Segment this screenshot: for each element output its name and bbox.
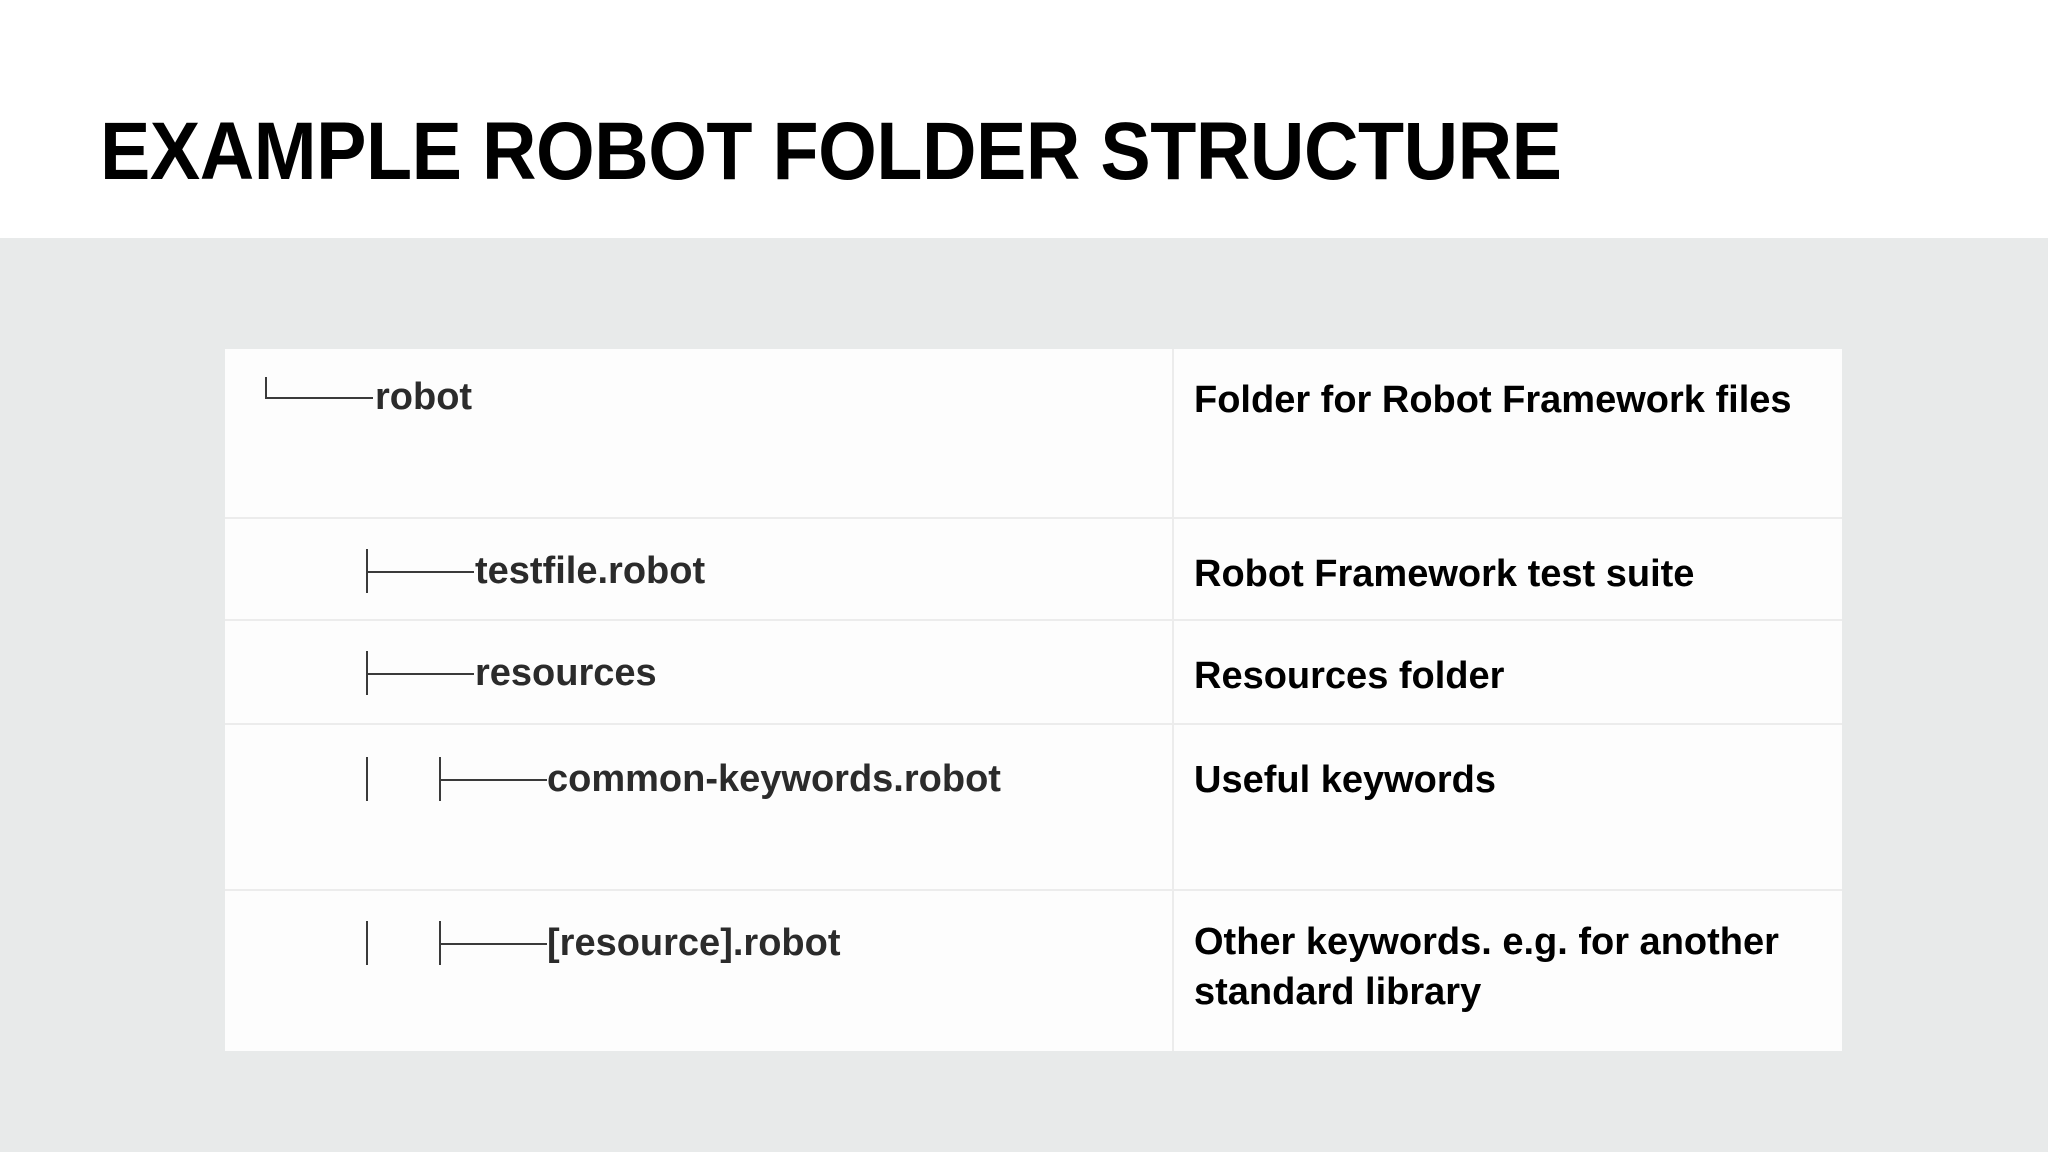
tree-pipe-tee-icon [225, 757, 547, 801]
tree-tee-icon [225, 651, 475, 695]
desc-text: Other keywords. e.g. for another standar… [1174, 891, 1842, 1017]
path-cell: testfile.robot [225, 518, 1174, 621]
path-cell: common-keywords.robot [225, 724, 1174, 891]
tree-path: common-keywords.robot [225, 725, 1172, 801]
desc-cell: Useful keywords [1173, 724, 1842, 891]
path-label: [resource].robot [547, 922, 841, 964]
folder-structure-table: robot Folder for Robot Framework files [225, 349, 1842, 1051]
tree-path: resources [225, 621, 1172, 695]
table-row: testfile.robot Robot Framework test suit… [225, 518, 1842, 621]
desc-line: Other keywords. e.g. for another [1194, 921, 1779, 963]
desc-line: Robot Framework test suite [1194, 553, 1695, 595]
desc-line: standard library [1194, 971, 1482, 1013]
path-label: testfile.robot [475, 550, 706, 592]
tree-tee-icon [225, 549, 475, 593]
table-row: robot Folder for Robot Framework files [225, 349, 1842, 519]
tree-elbow-icon [225, 375, 375, 419]
desc-line: Resources folder [1194, 655, 1505, 697]
page-title: EXAMPLE ROBOT FOLDER STRUCTURE [100, 106, 1562, 197]
path-cell: resources [225, 620, 1174, 725]
desc-text: Useful keywords [1174, 725, 1842, 805]
desc-text: Resources folder [1174, 621, 1842, 701]
tree-pipe-tee-icon [225, 921, 547, 965]
tree-path: [resource].robot [225, 891, 1172, 965]
table-row: resources Resources folder [225, 620, 1842, 725]
path-cell: [resource].robot [225, 890, 1174, 1051]
desc-line: Folder for Robot Framework files [1194, 379, 1792, 421]
desc-line: Useful keywords [1194, 759, 1496, 801]
table-row: [resource].robot Other keywords. e.g. fo… [225, 890, 1842, 1051]
desc-cell: Other keywords. e.g. for another standar… [1173, 890, 1842, 1051]
tree-path: testfile.robot [225, 519, 1172, 593]
tree-path: robot [225, 349, 1172, 419]
desc-cell: Folder for Robot Framework files [1173, 349, 1842, 519]
path-label: common-keywords.robot [547, 758, 1001, 800]
path-label: robot [375, 376, 473, 418]
desc-text: Folder for Robot Framework files [1174, 349, 1842, 425]
desc-cell: Robot Framework test suite [1173, 518, 1842, 621]
desc-text: Robot Framework test suite [1174, 519, 1842, 599]
title-band: EXAMPLE ROBOT FOLDER STRUCTURE [0, 0, 2048, 238]
path-label: resources [475, 652, 657, 694]
desc-cell: Resources folder [1173, 620, 1842, 725]
table-row: common-keywords.robot Useful keywords [225, 724, 1842, 891]
path-cell: robot [225, 349, 1174, 519]
